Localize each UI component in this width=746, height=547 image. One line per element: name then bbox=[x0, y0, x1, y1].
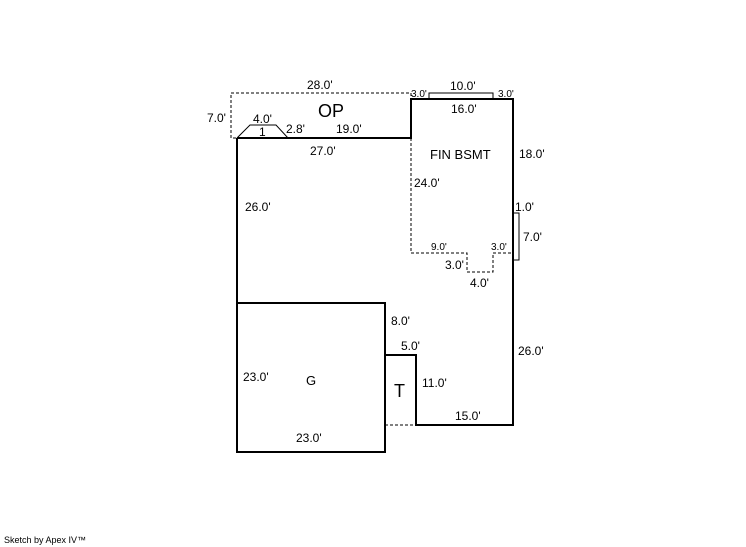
fin-bsmt-outline bbox=[410, 138, 513, 273]
dim-bsmt-9: 9.0' bbox=[431, 242, 447, 253]
garage-label: G bbox=[306, 373, 316, 388]
dim-porch-side: 2.8' bbox=[286, 122, 305, 136]
dim-bsmt-3-right: 3.0' bbox=[491, 242, 507, 253]
dim-right-upper: 18.0' bbox=[519, 147, 545, 161]
fin-bsmt-label: FIN BSMT bbox=[430, 147, 491, 162]
dim-left-26: 26.0' bbox=[245, 200, 271, 214]
top-bump-outline bbox=[428, 92, 494, 99]
dim-right-lower: 26.0' bbox=[518, 344, 544, 358]
dim-ledge-7: 7.0' bbox=[523, 230, 542, 244]
dim-wall-27: 27.0' bbox=[310, 144, 336, 158]
dim-notch-3: 3.0' bbox=[445, 258, 464, 272]
op-label: OP bbox=[318, 101, 344, 121]
t-label: T bbox=[394, 381, 405, 401]
dim-op-top: 28.0' bbox=[307, 78, 333, 92]
dim-op-left: 7.0' bbox=[207, 111, 226, 125]
garage-walls bbox=[236, 138, 386, 453]
dim-wall-19: 19.0' bbox=[336, 122, 362, 136]
porch-sub-label: 1 bbox=[259, 125, 266, 139]
dim-garage-23-bottom: 23.0' bbox=[296, 431, 322, 445]
dim-bump-top: 10.0' bbox=[450, 79, 476, 93]
house-exterior-walls bbox=[237, 98, 514, 426]
dim-garage-23-left: 23.0' bbox=[243, 370, 269, 384]
dim-porch-top: 4.0' bbox=[253, 112, 272, 126]
credit-text: Sketch by Apex IV™ bbox=[4, 535, 87, 545]
dim-bump-right: 3.0' bbox=[498, 89, 514, 100]
dim-garage-8: 8.0' bbox=[391, 314, 410, 328]
dim-bsmt-24: 24.0' bbox=[414, 176, 440, 190]
dim-notch-4: 4.0' bbox=[470, 276, 489, 290]
dim-ledge-1: 1.0' bbox=[515, 200, 534, 214]
dim-bottom-15: 15.0' bbox=[455, 409, 481, 423]
dim-t-5: 5.0' bbox=[401, 339, 420, 353]
right-ledge-outline bbox=[513, 212, 520, 261]
dim-bsmt-top: 16.0' bbox=[451, 102, 477, 116]
dim-bump-left: 3.0' bbox=[411, 89, 427, 100]
porch-outline bbox=[236, 124, 289, 139]
dim-t-11: 11.0' bbox=[422, 376, 447, 390]
